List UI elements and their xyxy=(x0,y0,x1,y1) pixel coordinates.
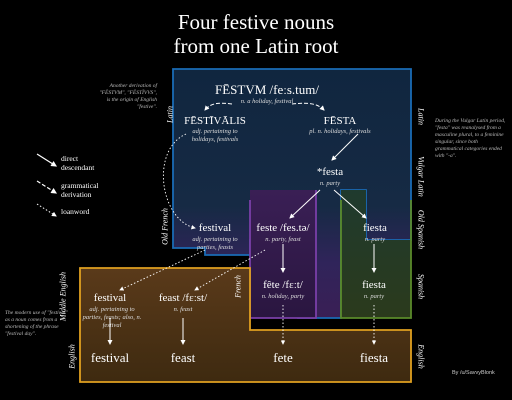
label-old-spanish: Old Spanish xyxy=(416,209,426,250)
node-me-feast-desc: n. feast xyxy=(173,306,193,313)
node-fr-fete-desc: n. holiday, party xyxy=(261,293,305,300)
label-latin-right: Latin xyxy=(416,108,426,125)
node-festa-desc: pl. n. holidays, festivals xyxy=(309,128,371,135)
spanish-outline xyxy=(340,200,412,319)
node-sp-fiesta-word: fiesta xyxy=(362,279,386,291)
node-of-feste-desc: n. party, feast xyxy=(265,236,301,243)
legend-direct-label: direct descendant xyxy=(61,154,95,172)
node-en-fiesta: fiesta xyxy=(359,350,389,365)
node-of-feste-word: feste /fes.tə/ xyxy=(256,222,310,234)
legend-direct-arrow xyxy=(36,153,58,167)
node-me-festival-desc: adj. pertaining to parties, feasts; also… xyxy=(82,306,142,329)
english-region xyxy=(79,267,412,383)
node-fr-fete-word: fête /fɛːt/ xyxy=(263,279,303,291)
legend-grammatical-arrow xyxy=(36,180,58,194)
node-of-festival-word: festival xyxy=(198,222,232,234)
node-festum-word: FĒSTVM /feːs.tum/ xyxy=(214,82,319,97)
credit: By /u/SavvyBlonk xyxy=(452,370,495,376)
note-another-derivation: Another derivation of "FĒSTVM", "FĒSTĪVV… xyxy=(99,83,157,110)
title-line-2: from one Latin root xyxy=(173,34,339,58)
french-outline xyxy=(249,190,317,319)
node-festum-desc: n. a holiday, festival xyxy=(240,98,294,105)
node-vulgar-festa-word: *festa xyxy=(316,166,344,178)
label-spanish: Spanish xyxy=(416,273,426,300)
node-festivalis-desc: adj. pertaining to holidays, festivals xyxy=(191,128,239,143)
node-os-fiesta-desc: n. party xyxy=(364,236,386,243)
node-en-feast: feast xyxy=(170,350,196,365)
node-en-festival: festival xyxy=(90,350,130,365)
node-me-feast-word: feast /fɛːst/ xyxy=(158,292,208,304)
note-vulgar-latin: During the Vulgar Latin period, "festa" … xyxy=(435,118,506,159)
label-french: French xyxy=(233,275,243,298)
spanish-region xyxy=(341,190,411,318)
node-os-fiesta-word: fiesta xyxy=(363,222,387,234)
node-vulgar-festa-desc: n. party xyxy=(319,180,341,187)
label-old-french: Old French xyxy=(160,208,170,245)
label-english-left: English xyxy=(67,344,77,369)
legend-loanword-arrow xyxy=(36,203,57,217)
node-sp-fiesta-desc: n. party xyxy=(363,293,385,300)
node-of-festival-desc: adj. pertaining to parties, feasts xyxy=(192,236,238,251)
node-en-fete: fete xyxy=(273,350,293,365)
node-festa-word: FĒSTA xyxy=(323,115,357,127)
node-me-festival-word: festival xyxy=(93,292,127,304)
legend-grammatical-label: grammatical derivation xyxy=(61,181,99,199)
note-modern-use: The modern use of "festival" as a noun c… xyxy=(5,310,68,337)
legend-loanword-label: loanword xyxy=(61,207,90,216)
label-english-right: English xyxy=(416,344,426,369)
label-latin-left: Latin xyxy=(165,106,175,123)
title-line-1: Four festive nouns xyxy=(177,10,335,34)
node-festivalis-word: FĒSTĪVĀLIS xyxy=(184,115,246,127)
